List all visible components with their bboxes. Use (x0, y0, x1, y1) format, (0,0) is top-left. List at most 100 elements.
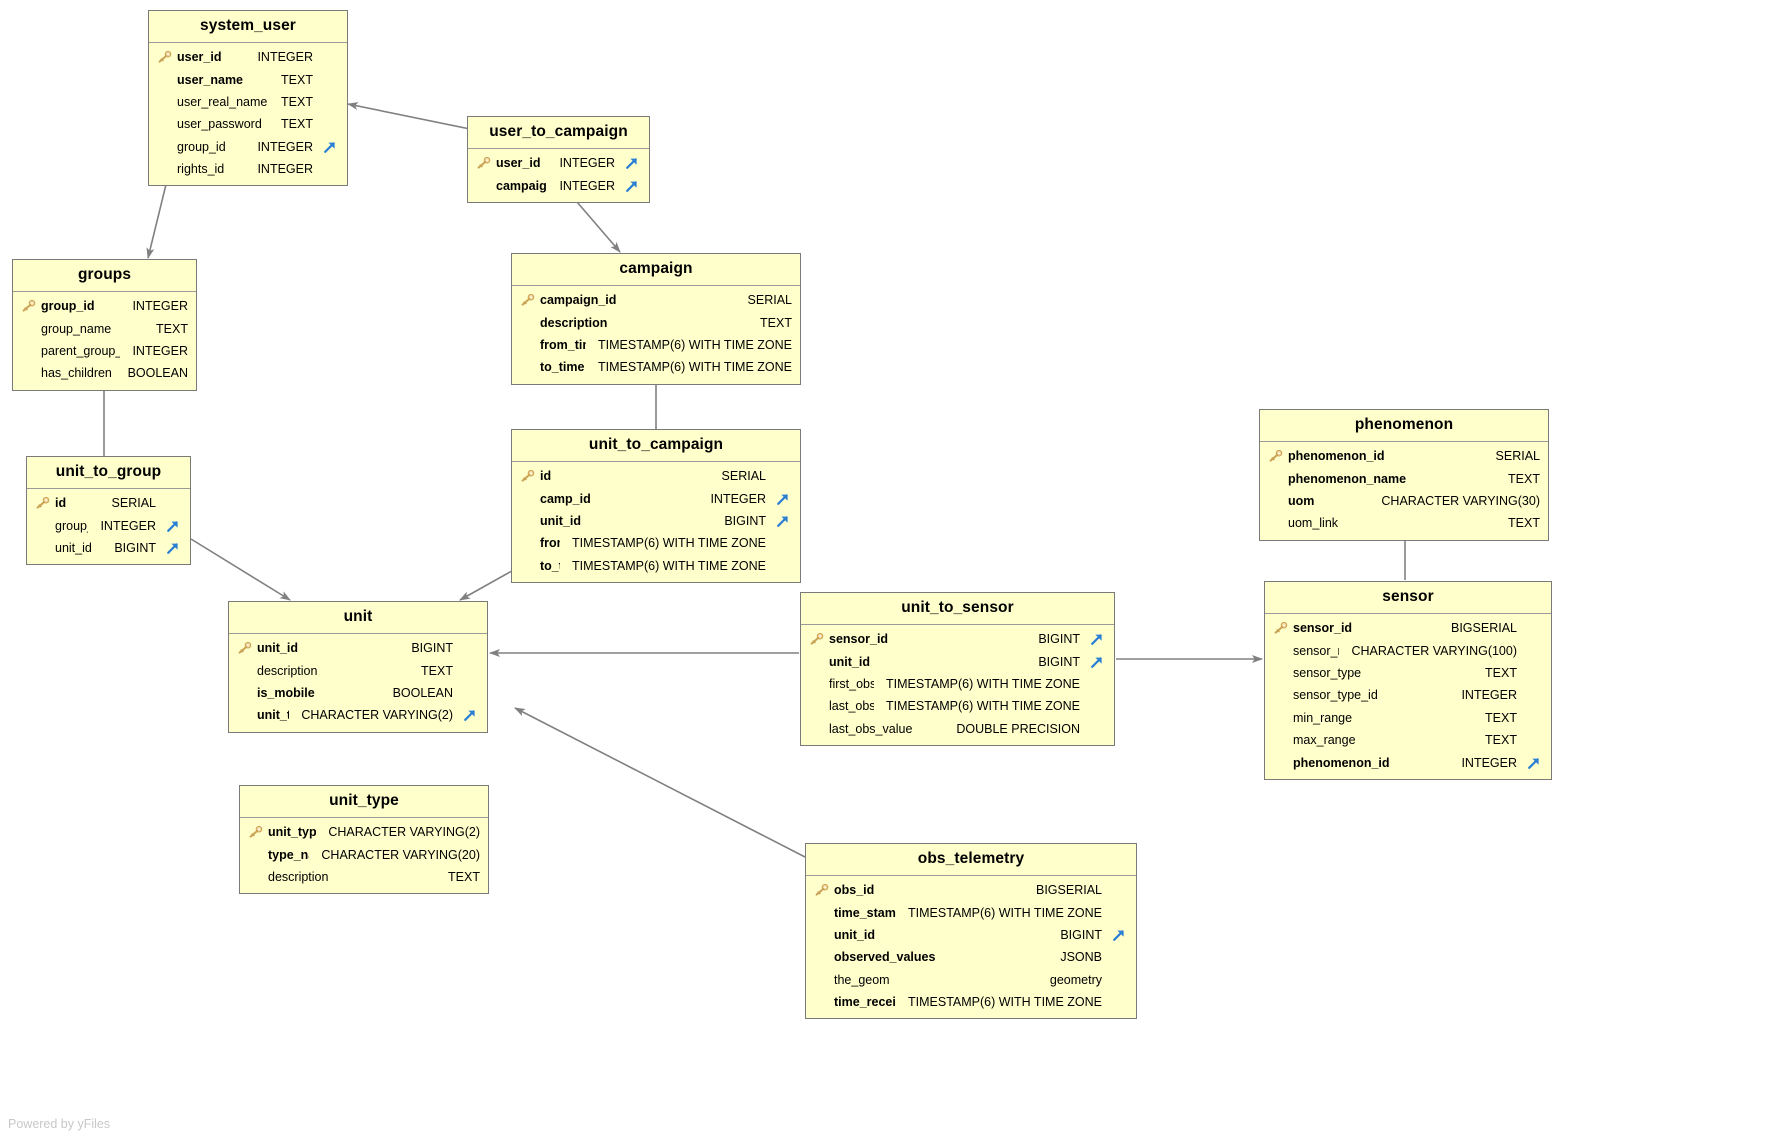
fk-arrow-icon[interactable] (1088, 654, 1106, 670)
column-type: TIMESTAMP(6) WITH TIME ZONE (572, 536, 766, 551)
column-row[interactable]: time_receivedTIMESTAMP(6) WITH TIME ZONE (806, 991, 1136, 1013)
fk-arrow-icon[interactable] (774, 491, 792, 507)
fk-arrow-icon[interactable] (164, 540, 182, 556)
column-row[interactable]: first_obs_tsTIMESTAMP(6) WITH TIME ZONE (801, 673, 1114, 695)
column-type: TEXT (281, 72, 313, 87)
key-icon-svg (1269, 450, 1283, 462)
fk-arrow-icon[interactable] (164, 518, 182, 534)
column-type: SERIAL (721, 469, 766, 484)
fk-arrow-icon[interactable] (774, 513, 792, 529)
column-row[interactable]: type_nameCHARACTER VARYING(20) (240, 843, 488, 865)
column-row[interactable]: unit_type_idCHARACTER VARYING(2) (229, 704, 487, 726)
column-icon-placeholder (19, 365, 39, 381)
column-row[interactable]: description TEXT (512, 311, 800, 333)
column-row[interactable]: sensor_nameCHARACTER VARYING(100) (1265, 639, 1551, 661)
column-icon-placeholder (518, 315, 538, 331)
fk-arrow-icon[interactable] (1088, 631, 1106, 647)
column-icon-placeholder (235, 685, 255, 701)
table-node-user_to_campaign[interactable]: user_to_campaignuser_idINTEGERcampaign_i… (467, 116, 650, 203)
column-name: description (540, 315, 608, 330)
fk-arrow-icon-svg (324, 142, 335, 153)
fk-arrow-icon[interactable] (1110, 927, 1128, 943)
column-icon-placeholder (155, 161, 175, 177)
column-type: TIMESTAMP(6) WITH TIME ZONE (598, 337, 792, 352)
fk-arrow-icon[interactable] (461, 707, 479, 723)
column-name: observed_values (834, 950, 936, 965)
column-type: TEXT (760, 315, 792, 330)
column-row[interactable]: last_obs_tsTIMESTAMP(6) WITH TIME ZONE (801, 695, 1114, 717)
key-icon (235, 640, 255, 656)
table-node-obs_telemetry[interactable]: obs_telemetry obs_idBIGSERIALtime_stampTI… (805, 843, 1137, 1020)
table-title-obs_telemetry: obs_telemetry (806, 844, 1136, 876)
column-name: parent_group_id (41, 343, 120, 358)
fk-arrow-icon[interactable] (623, 155, 641, 171)
fk-arrow-icon[interactable] (321, 139, 339, 155)
column-row[interactable]: time_stampTIMESTAMP(6) WITH TIME ZONE (806, 901, 1136, 923)
column-type: INTEGER (559, 156, 615, 171)
column-type: BIGINT (1038, 632, 1080, 647)
column-row[interactable]: unit_type_idCHARACTER VARYING(2) (240, 821, 488, 843)
column-name: campaign_id (540, 293, 617, 308)
table-title-unit_to_group: unit_to_group (27, 457, 190, 489)
fk-arrow-icon[interactable] (623, 178, 641, 194)
fk-arrow-icon[interactable] (1525, 755, 1543, 771)
table-node-unit_to_group[interactable]: unit_to_groupidSERIALgroup_idINTEGERunit… (26, 456, 191, 566)
table-node-sensor[interactable]: sensorsensor_idBIGSERIALsensor_nameCHARA… (1264, 581, 1552, 780)
column-type: TEXT (1485, 710, 1517, 725)
